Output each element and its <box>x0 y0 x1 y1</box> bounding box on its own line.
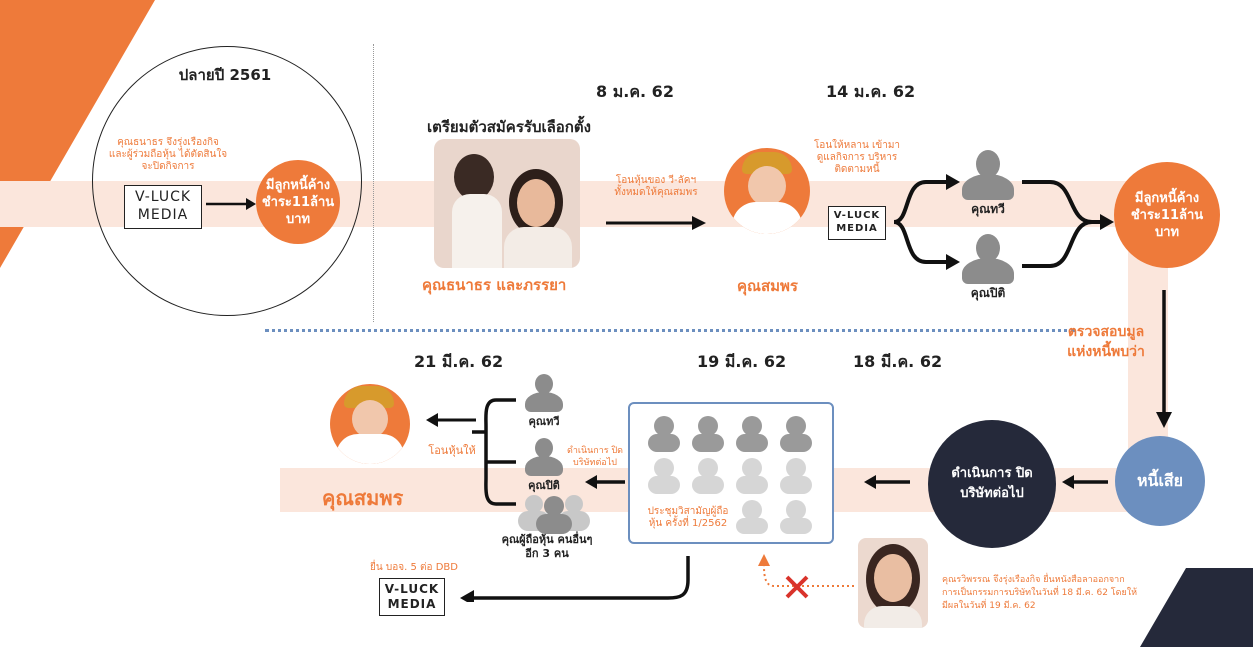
corner-navy-triangle <box>1140 568 1253 647</box>
bad-debt-label: หนี้เสีย <box>1136 470 1184 490</box>
arrow-left-icon <box>1062 475 1108 489</box>
closing-note: ดำเนินการ ปิดบริษัทต่อไป <box>566 446 624 468</box>
person-icon <box>523 436 565 476</box>
vertical-dotted-divider <box>373 44 374 322</box>
return-arrow-icon <box>460 556 690 602</box>
person-label-tawee: คุณทวี <box>971 202 1005 216</box>
vluck-logo-top: V-LUCK MEDIA <box>828 206 886 240</box>
horizontal-dotted-divider <box>265 329 1075 332</box>
date-14-jan: 14 ม.ค. 62 <box>826 82 916 101</box>
arrow-left-icon <box>585 475 625 489</box>
logo-line2: MEDIA <box>387 597 437 611</box>
date-21-mar: 21 มี.ค. 62 <box>414 352 504 371</box>
logo-line1: V-LUCK <box>134 189 192 205</box>
resign-note: คุณรวิพรรณ จึงรุ่งเรืองกิจ ยื่นหนังสือลา… <box>942 575 1138 611</box>
decision-note: คุณธนาธร จึงรุ่งเรืองกิจ และผู้ร่วมถือหุ… <box>108 137 228 172</box>
close-company-label: ดำเนินการ ปิดบริษัทต่อไป <box>951 466 1033 501</box>
person-label-piti: คุณปิติ <box>970 286 1006 300</box>
person-icon <box>523 372 565 412</box>
person-label-piti: คุณปิติ <box>528 479 560 492</box>
debt-circle-right: มีลูกหนี้ค้าง ชำระ11ล้านบาท <box>1114 162 1220 268</box>
branch-bracket-icon <box>893 174 960 270</box>
nephews-note: โอนให้หลาน เข้ามาดูแลกิจการ บริหารติดตาม… <box>813 140 901 175</box>
transfer-back-note: โอนหุ้นให้ <box>428 444 476 457</box>
election-prep-title: เตรียมตัวสมัครรับเลือกตั้ง <box>427 118 591 136</box>
arrow-right-icon <box>606 216 706 230</box>
rawipan-photo <box>858 538 928 628</box>
logo-line1: V-LUCK <box>833 210 881 221</box>
other-shareholders-label: คุณผู้ถือหุ้น คนอื่นๆ อีก 3 คน <box>501 533 593 560</box>
people-group-icon <box>518 495 590 534</box>
somporn-photo-top <box>724 148 810 234</box>
date-18-mar: 18 มี.ค. 62 <box>853 352 943 371</box>
debt-circle-left: มีลูกหนี้ค้าง ชำระ11ล้านบาท <box>256 160 340 244</box>
somporn-label-top: คุณสมพร <box>737 277 798 295</box>
meeting-note: ประชุมวิสามัญผู้ถือหุ้น ครั้งที่ 1/2562 <box>647 506 729 529</box>
couple-photo <box>434 139 580 268</box>
cross-icon <box>785 575 809 599</box>
somporn-label-bottom: คุณสมพร <box>322 486 404 510</box>
transfer-note: โอนหุ้นของ วี-ลัคฯ ทั้งหมดให้คุณสมพร <box>614 175 698 198</box>
arrow-right-icon <box>206 198 256 210</box>
audit-note: ตรวจสอบมูล แห่งหนี้พบว่า <box>1067 324 1145 360</box>
branch-bracket-icon <box>472 398 516 506</box>
logo-line1: V-LUCK <box>384 582 440 596</box>
close-company-circle: ดำเนินการ ปิดบริษัทต่อไป <box>928 420 1056 548</box>
couple-label: คุณธนาธร และภรรยา <box>422 276 567 294</box>
date-8-jan: 8 ม.ค. 62 <box>596 82 674 101</box>
vluck-logo-left: V-LUCK MEDIA <box>124 185 202 229</box>
shareholders-grid-icon <box>648 416 812 534</box>
vluck-logo-bottom: V-LUCK MEDIA <box>379 578 445 616</box>
bad-debt-circle: หนี้เสีย <box>1115 436 1205 526</box>
year-end-circle <box>92 46 362 316</box>
merge-bracket-icon <box>1022 180 1114 268</box>
person-icon <box>960 148 1016 200</box>
logo-line2: MEDIA <box>836 223 878 234</box>
person-label-tawee: คุณทวี <box>528 415 560 428</box>
arrow-left-icon <box>426 413 476 427</box>
person-icon <box>960 232 1016 284</box>
arrow-down-icon <box>1156 290 1172 428</box>
somporn-photo-bottom <box>330 384 410 464</box>
arrow-left-icon <box>864 475 910 489</box>
year-end-label: ปลายปี 2561 <box>178 66 272 84</box>
dotted-arrow-icon <box>758 554 854 587</box>
logo-line2: MEDIA <box>137 207 189 223</box>
dbd-note: ยื่น บอจ. 5 ต่อ DBD <box>370 562 458 573</box>
date-19-mar: 19 มี.ค. 62 <box>697 352 787 371</box>
